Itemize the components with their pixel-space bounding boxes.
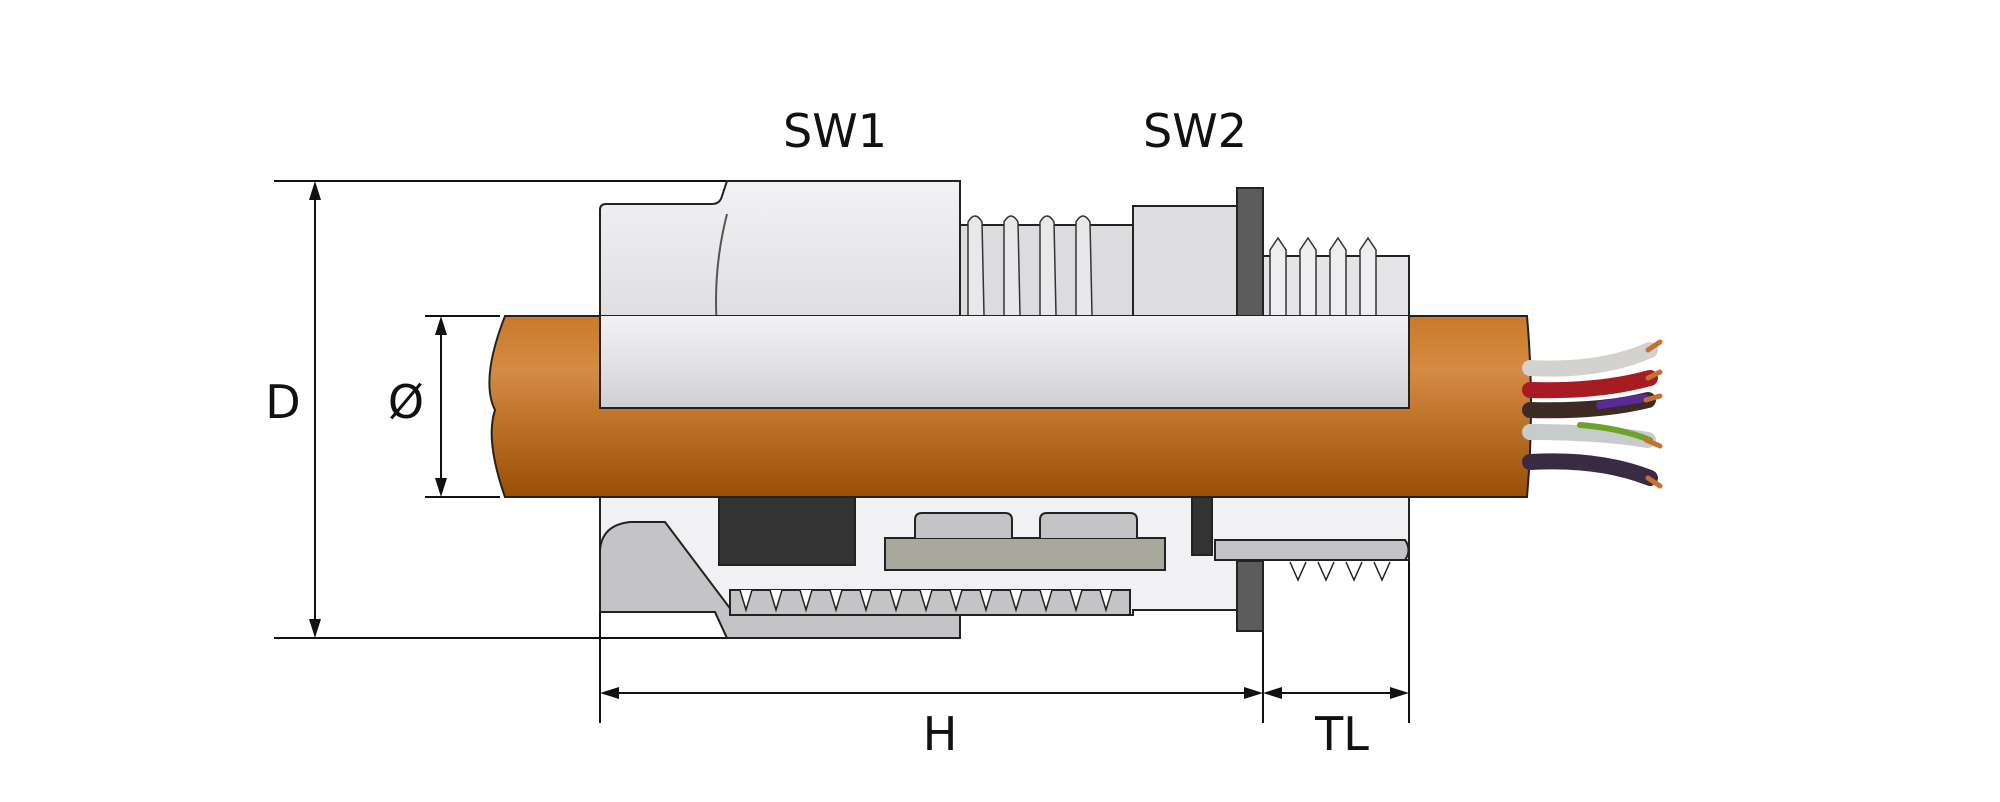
- cable: [488, 315, 1532, 498]
- label-diameter: Ø: [388, 375, 424, 429]
- gland-section: [599, 496, 1410, 639]
- dimension-h-tl: [599, 560, 1410, 723]
- dimension-diameter: [425, 315, 500, 498]
- label-h: H: [923, 707, 958, 761]
- cable-cores: [1522, 339, 1663, 489]
- label-tl: TL: [1314, 707, 1369, 761]
- label-d: D: [265, 375, 300, 429]
- label-sw1: SW1: [783, 104, 887, 158]
- label-sw2: SW2: [1143, 104, 1247, 158]
- internal-threads: [739, 561, 1391, 613]
